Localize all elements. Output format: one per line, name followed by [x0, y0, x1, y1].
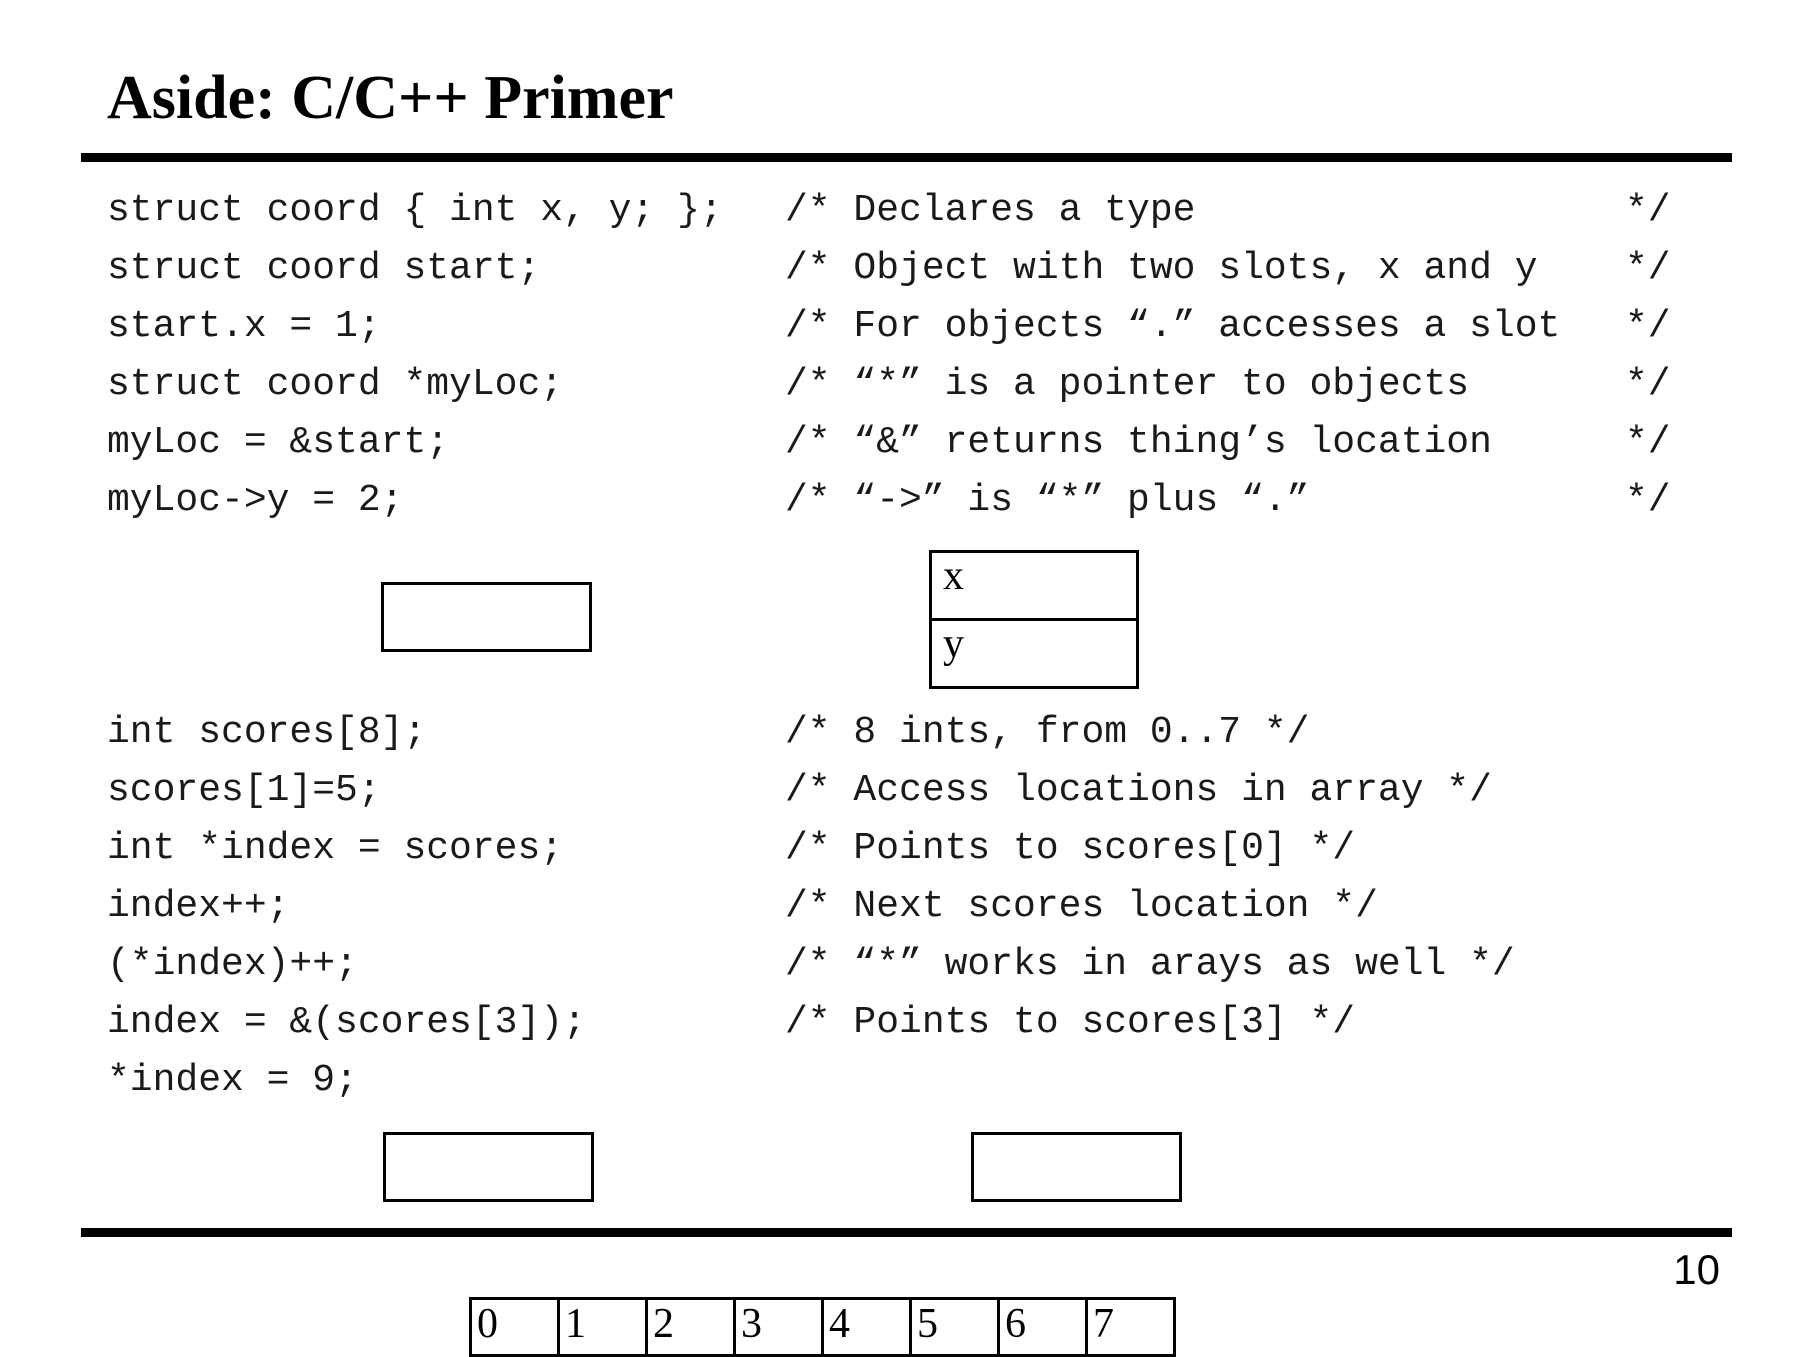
- code-comment: /* “*” works in arays as well */: [785, 943, 1515, 986]
- code-comment: /* Declares a type: [785, 189, 1196, 232]
- bottom-divider: [81, 1228, 1732, 1237]
- code-comment: /* “&” returns thing’s location: [785, 421, 1492, 464]
- code-line: struct coord *myLoc;: [107, 363, 564, 406]
- code-comment: /* “*” is a pointer to objects: [785, 363, 1470, 406]
- code-comment: /* For objects “.” accesses a slot: [785, 305, 1561, 348]
- code-line: index = &(scores[3]);: [107, 1001, 586, 1044]
- code-line: start.x = 1;: [107, 305, 381, 348]
- code-line: struct coord start;: [107, 247, 541, 290]
- scores-variable-box: [383, 1132, 594, 1202]
- code-comment: /* Points to scores[3] */: [785, 1001, 1356, 1044]
- struct-field-y: y: [943, 621, 964, 667]
- array-cell: 0: [472, 1300, 560, 1357]
- array-cell: 3: [736, 1300, 824, 1357]
- page-number: 10: [1673, 1246, 1720, 1293]
- array-cell: 5: [912, 1300, 1000, 1357]
- struct-object-diagram: x y: [929, 550, 1139, 689]
- struct-field-x: x: [932, 553, 1136, 621]
- code-line: scores[1]=5;: [107, 769, 381, 812]
- code-line: int scores[8];: [107, 711, 427, 754]
- array-cell: 4: [824, 1300, 912, 1357]
- code-comment: /* Points to scores[0] */: [785, 827, 1356, 870]
- code-line: myLoc = &start;: [107, 421, 450, 464]
- code-line: myLoc->y = 2;: [107, 479, 404, 522]
- code-line: index++;: [107, 885, 290, 928]
- index-variable-box: [971, 1132, 1182, 1202]
- comment-end: */: [1625, 421, 1671, 464]
- comment-end: */: [1625, 479, 1671, 522]
- comment-end: */: [1625, 305, 1671, 348]
- comment-end: */: [1625, 247, 1671, 290]
- array-cell: 1: [560, 1300, 648, 1357]
- code-line: *index = 9;: [107, 1059, 358, 1102]
- array-cell: 6: [1000, 1300, 1088, 1357]
- comment-end: */: [1625, 189, 1671, 232]
- code-line: int *index = scores;: [107, 827, 564, 870]
- array-cell: 2: [648, 1300, 736, 1357]
- code-comment: /* Object with two slots, x and y: [785, 247, 1538, 290]
- array-cell: 7: [1088, 1300, 1176, 1357]
- comment-end: */: [1625, 363, 1671, 406]
- code-comment: /* Access locations in array */: [785, 769, 1492, 812]
- slide-title: Aside: C/C++ Primer: [107, 64, 674, 132]
- code-comment: /* Next scores location */: [785, 885, 1378, 928]
- array-diagram: 0 1 2 3 4 5 6 7: [469, 1297, 1176, 1357]
- code-line: (*index)++;: [107, 943, 358, 986]
- code-comment: /* “->” is “*” plus “.”: [785, 479, 1310, 522]
- code-line: struct coord { int x, y; };: [107, 189, 723, 232]
- top-divider: [81, 153, 1732, 162]
- code-comment: /* 8 ints, from 0..7 */: [785, 711, 1310, 754]
- pointer-variable-box: [381, 582, 592, 652]
